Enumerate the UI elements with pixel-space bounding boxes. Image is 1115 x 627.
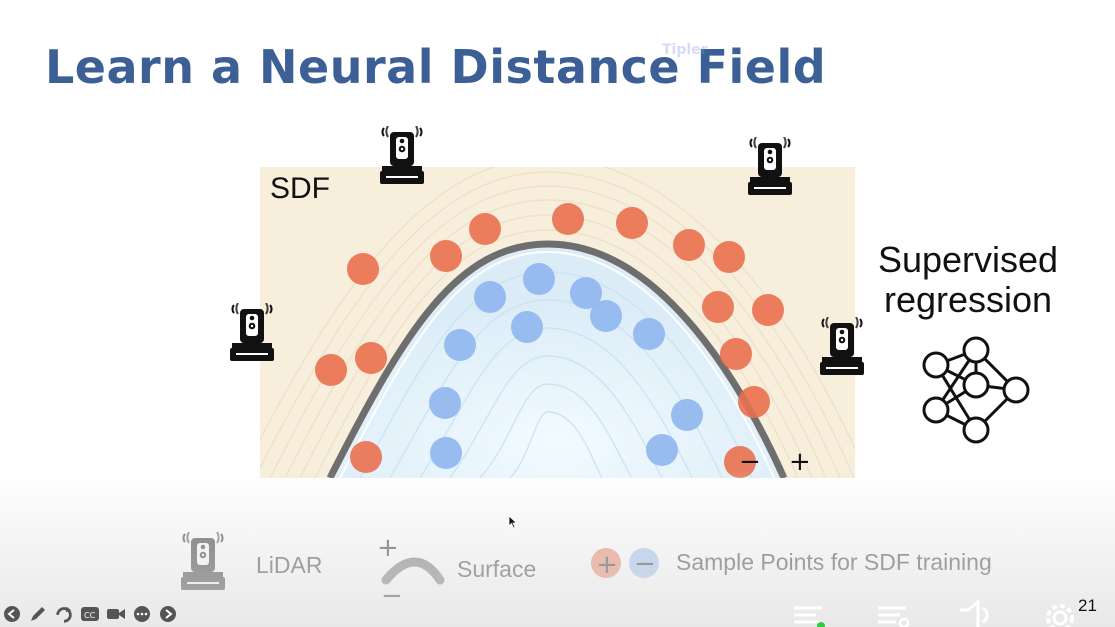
outside-sample-point (673, 229, 705, 261)
captions-button[interactable]: CC (80, 604, 100, 624)
speaker-icon[interactable] (956, 598, 992, 627)
outside-sample-point (315, 354, 347, 386)
watermark: Tipler (662, 42, 708, 58)
mouse-cursor-icon (508, 515, 518, 529)
outside-sample-point (752, 294, 784, 326)
sdf-label: SDF (270, 172, 330, 205)
forward-arrow-icon (160, 606, 176, 622)
neural-network-icon (922, 336, 1030, 444)
outside-sample-point (738, 386, 770, 418)
inside-sample-point (429, 387, 461, 419)
page-title: Learn a Neural Distance Field (45, 40, 827, 94)
outside-sample-point (552, 203, 584, 235)
inside-sample-point (633, 318, 665, 350)
camera-icon (107, 609, 125, 619)
slides-list-icon[interactable] (874, 598, 910, 627)
legend-lidar-label: LiDAR (256, 552, 323, 578)
inside-sample-point (590, 300, 622, 332)
back-button[interactable] (2, 604, 22, 624)
sign-plus: + (789, 447, 811, 477)
surface-legend-icon: + − (377, 533, 445, 611)
more-icon (134, 606, 150, 622)
outside-sample-point (702, 291, 734, 323)
inside-sample-point (523, 263, 555, 295)
legend-plus: + (377, 533, 399, 563)
supervised-regression-label: Supervised regression (848, 240, 1088, 320)
legend-sample-points-label: Sample Points for SDF training (676, 549, 992, 575)
sign-minus: − (739, 447, 761, 477)
legend-minus: − (381, 581, 403, 611)
inside-sample-points (429, 263, 703, 469)
captions-text: CC (84, 611, 96, 620)
back-arrow-icon (4, 606, 20, 622)
pen-icon (31, 607, 45, 621)
sample-points-legend-icon: + − (591, 548, 659, 580)
outside-sample-point (355, 342, 387, 374)
outside-sample-point (469, 213, 501, 245)
inside-sample-point (474, 281, 506, 313)
outside-sample-point (347, 253, 379, 285)
refresh-icon (56, 606, 72, 623)
forward-button[interactable] (158, 604, 178, 624)
outside-sample-point (720, 338, 752, 370)
inside-sample-point (430, 437, 462, 469)
regression-label-line1: Supervised (877, 239, 1059, 280)
legend-surface-label: Surface (457, 556, 537, 582)
sdf-field (260, 167, 855, 478)
regression-label-line2: regression (883, 279, 1053, 320)
outside-sample-point (713, 241, 745, 273)
player-controls-right (786, 598, 1115, 627)
lidar-icon (180, 532, 226, 591)
camera-button[interactable] (106, 604, 126, 624)
more-button[interactable] (132, 604, 152, 624)
player-controls-left: CC (2, 603, 178, 625)
surface-curve (326, 240, 788, 478)
inside-sample-point (671, 399, 703, 431)
inside-sample-point (646, 434, 678, 466)
inside-sample-point (511, 311, 543, 343)
outside-sample-point (616, 207, 648, 239)
lidar-icon (379, 126, 425, 185)
outside-sample-point (430, 240, 462, 272)
settings-icon[interactable] (1040, 598, 1080, 627)
outside-sample-point (350, 441, 382, 473)
pen-button[interactable] (28, 604, 48, 624)
lidar-icon (747, 137, 793, 196)
outside-sample-points (315, 203, 784, 478)
notes-icon[interactable] (790, 598, 826, 627)
refresh-button[interactable] (54, 604, 74, 624)
legend-point-plus: + (596, 550, 618, 580)
captions-icon: CC (81, 607, 99, 621)
inside-sample-point (570, 277, 602, 309)
legend-point-minus: − (634, 549, 656, 579)
slide-number: 21 (1078, 596, 1097, 615)
inside-sample-point (444, 329, 476, 361)
